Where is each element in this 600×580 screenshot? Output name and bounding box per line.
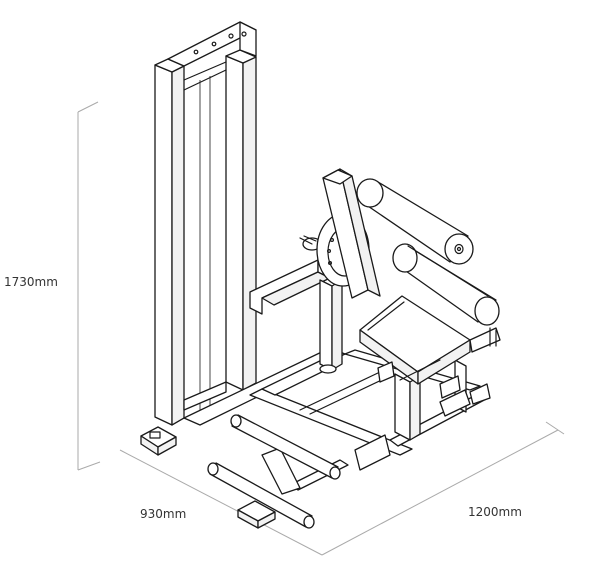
dimension-lines bbox=[77, 101, 565, 556]
weight-stack-tower bbox=[154, 21, 257, 426]
back-pad-arm bbox=[322, 168, 381, 299]
upper-roller-pad bbox=[356, 178, 474, 265]
foot-plates bbox=[140, 426, 276, 529]
depth-dimension-label: 1200mm bbox=[468, 505, 522, 519]
seat-pad bbox=[359, 295, 501, 399]
lower-leg-tubes bbox=[207, 414, 341, 529]
height-dimension-label: 1730mm bbox=[4, 275, 58, 289]
base-frame bbox=[183, 347, 491, 495]
depth-dimension-line bbox=[321, 429, 559, 556]
width-dimension-label: 930mm bbox=[140, 507, 187, 521]
width-dimension-line bbox=[119, 449, 323, 556]
center-post bbox=[319, 279, 343, 374]
lower-roller-pad bbox=[392, 243, 500, 326]
